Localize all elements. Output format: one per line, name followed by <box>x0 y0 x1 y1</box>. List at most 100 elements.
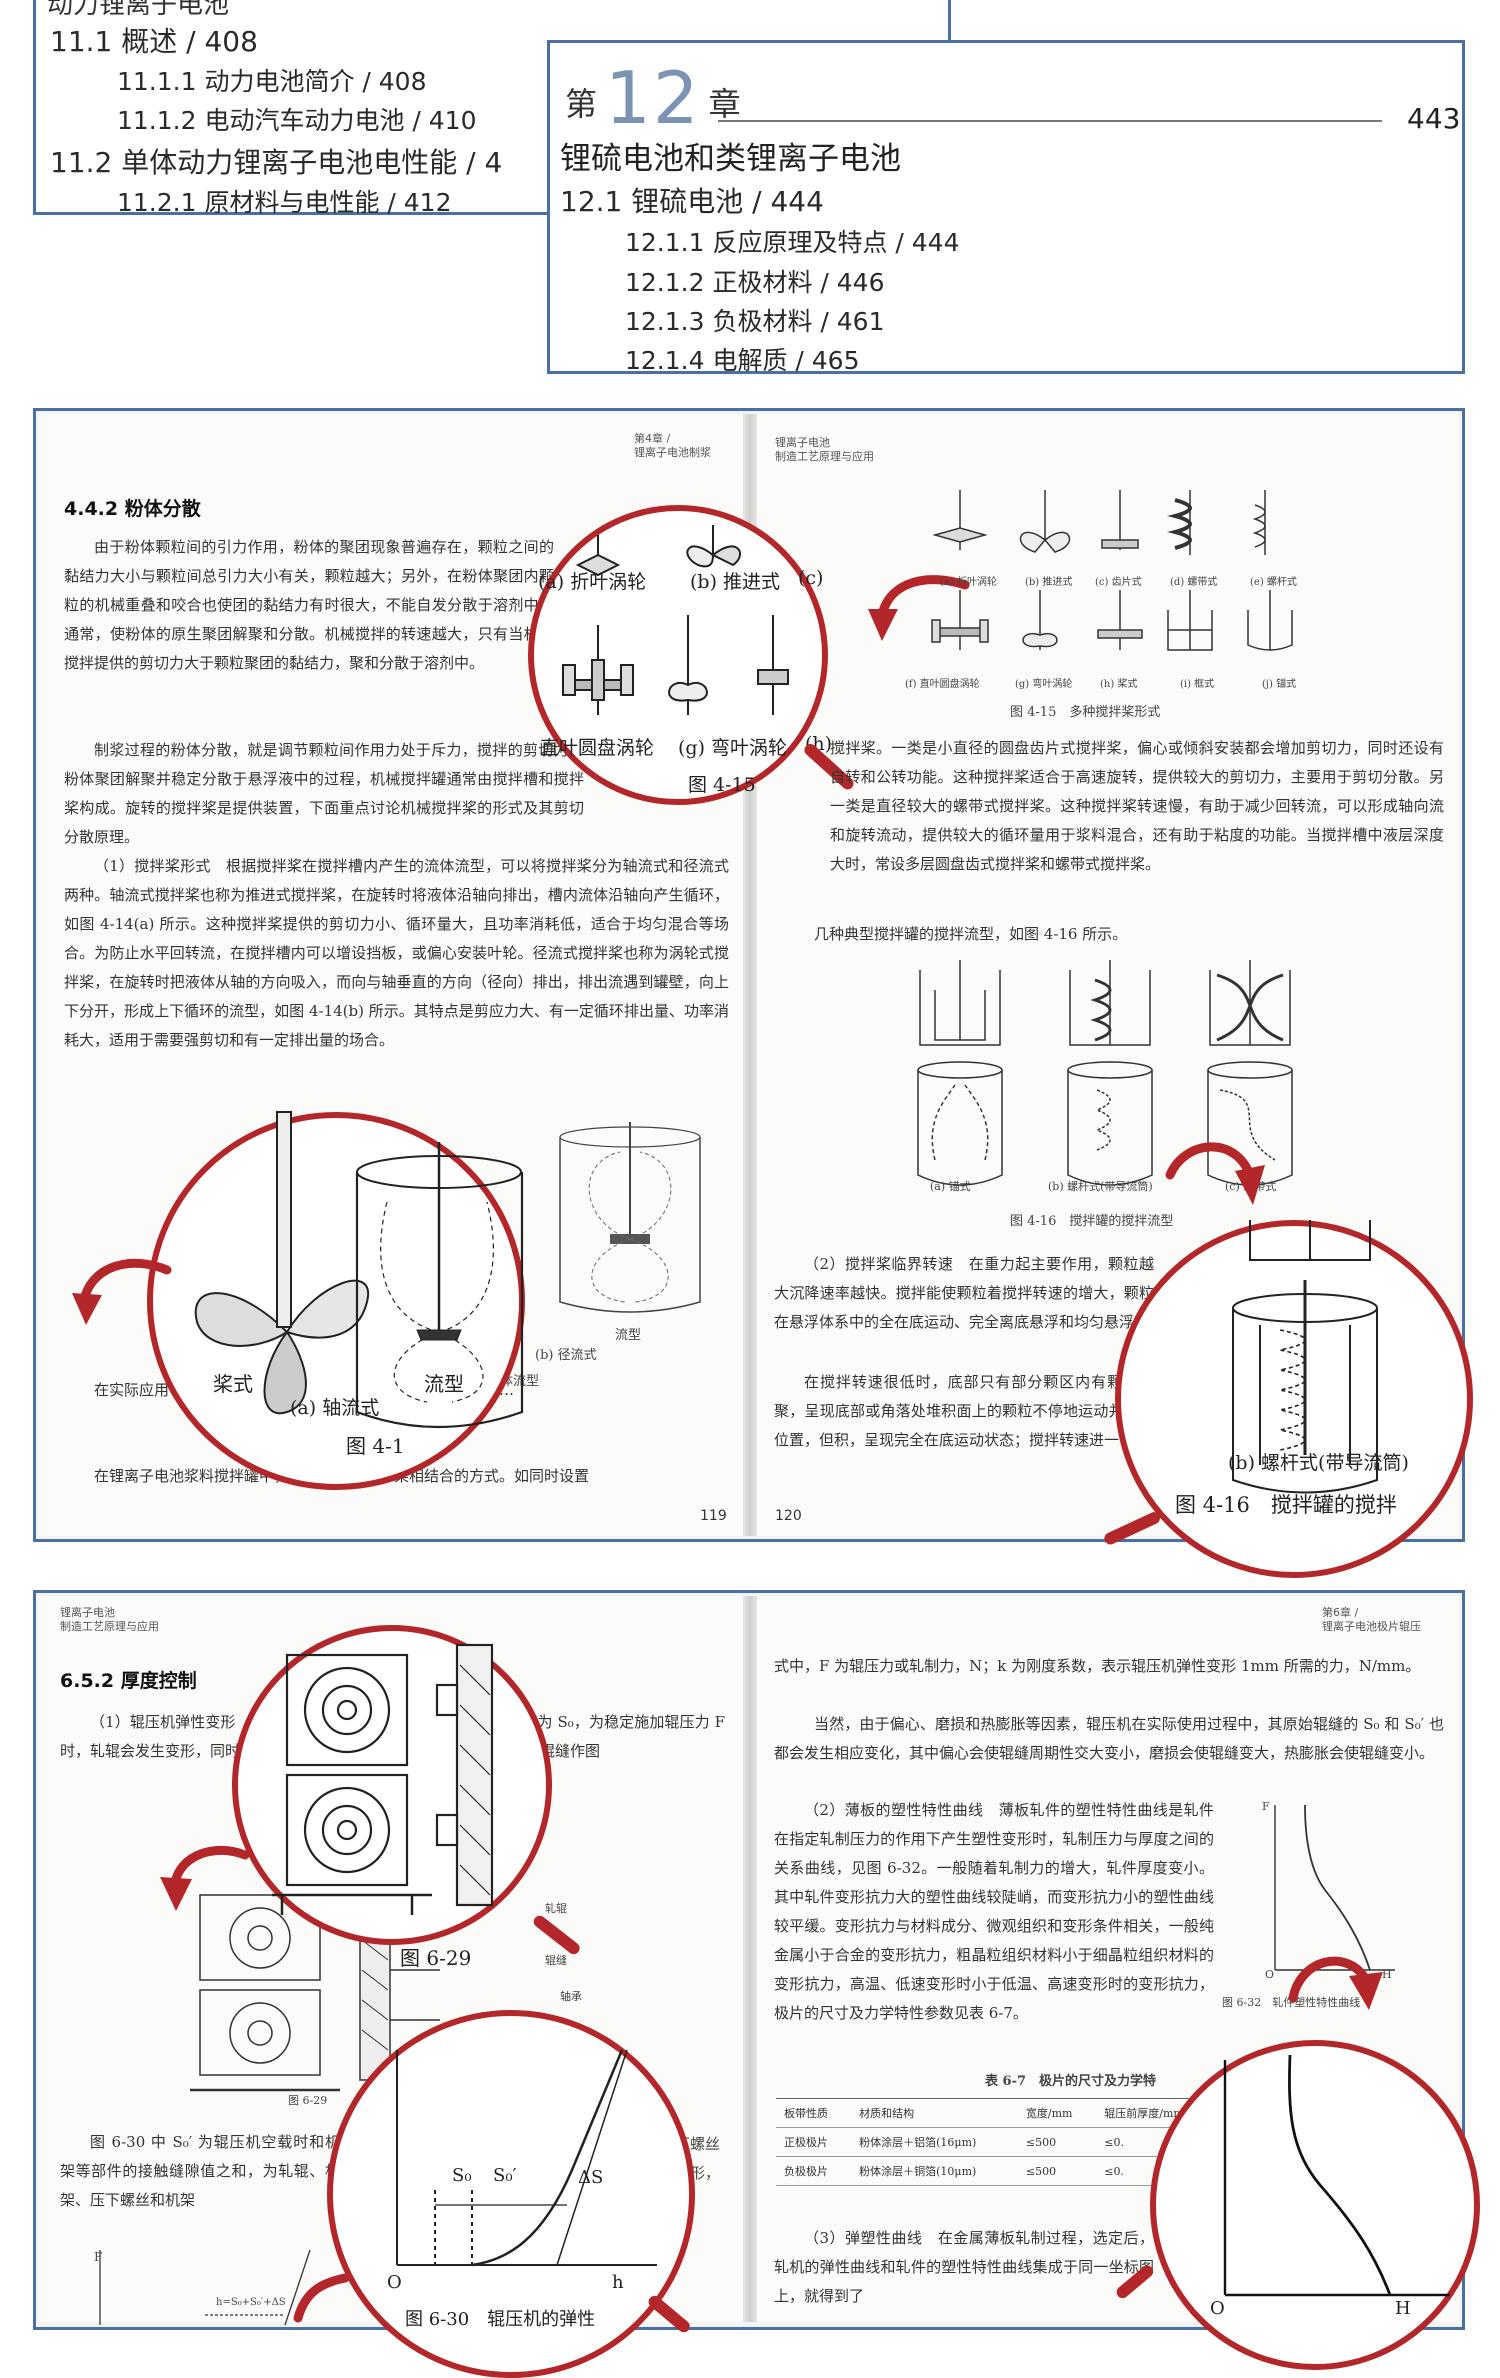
table-header: 材质和结构 <box>851 2098 1018 2128</box>
figure-label: (h) 桨式 <box>1100 679 1138 690</box>
curved-arrow-icon <box>160 1845 250 1911</box>
axis-label: F <box>94 2250 103 2264</box>
toc-entry[interactable]: 12.1.3 负极材料 / 461 <box>625 307 885 336</box>
toc-entry[interactable]: 12.1.2 正极材料 / 446 <box>625 268 885 297</box>
toc-entry[interactable]: 12.1 锂硫电池 / 444 <box>560 185 824 218</box>
curved-arrow-icon <box>293 2273 350 2323</box>
toc-entry[interactable]: 11.2.1 原材料与电性能 / 412 <box>117 188 452 217</box>
magnifier-label: 图 4-15 <box>688 774 756 796</box>
axis-label: F <box>1262 1800 1270 1813</box>
running-head-right: 第6章 /锂离子电池极片辊压 <box>1322 1606 1421 1633</box>
figure-label: (b) 螺杆式(带导流筒) <box>1048 1180 1153 1193</box>
magnifier-label: O <box>387 2272 402 2293</box>
body-paragraph: 当然，由于偏心、磨损和热膨胀等因素，辊压机在实际使用过程中，其原始辊缝的 S₀ … <box>774 1715 1444 1762</box>
section-title: 4.4.2 粉体分散 <box>64 498 201 520</box>
table-cell: 正极极片 <box>776 2127 852 2157</box>
running-head-right: 锂离子电池制造工艺原理与应用 <box>775 436 874 463</box>
figure-label: 辊缝 <box>545 1954 567 1967</box>
table-cell: 粉体涂层＋铝箔(16μm) <box>851 2127 1018 2157</box>
toc-entry[interactable]: 11.1.2 电动汽车动力电池 / 410 <box>117 106 477 135</box>
body-paragraph: （2）薄板的塑性特性曲线 薄板轧件的塑性特性曲线是轧件在指定轧制压力的作用下产生… <box>774 1801 1214 2022</box>
magnifier-label: H <box>1395 2298 1411 2319</box>
body-paragraph: 式中，F 为辊压力或轧制力，N；k 为刚度系数，表示辊压机弹性变形 1mm 所需… <box>774 1657 1421 1675</box>
figure-label: (b) 径流式 <box>535 1348 597 1363</box>
curved-arrow-icon <box>1288 1956 1383 2010</box>
figure-label: (e) 螺杆式 <box>1250 577 1297 588</box>
running-head-left: 锂离子电池制造工艺原理与应用 <box>60 1606 159 1633</box>
magnifier-label: 图 4-1 <box>346 1434 405 1458</box>
running-head-left: 第4章 /锂离子电池制浆 <box>634 432 711 459</box>
magnifier-label: (c) <box>798 567 824 589</box>
figure-label: (f) 直叶圆盘涡轮 <box>905 679 980 690</box>
magnifier-figure-6-32 <box>1150 2040 1480 2370</box>
material-properties-table: 板带性质 材质和结构 宽度/mm 辊压前厚度/mm 正极极片 粉体涂层＋铝箔(1… <box>776 2098 1216 2186</box>
axis-label: H <box>1382 1968 1392 1981</box>
chapter-prefix: 第 <box>565 85 598 123</box>
body-paragraph: 由于粉体颗粒间的引力作用，粉体的聚团现象普遍存在，颗粒之间的黏结力大小与颗粒间总… <box>64 538 554 672</box>
toc-entry[interactable]: 11.2 单体动力锂离子电池电性能 / 4 <box>50 146 503 179</box>
figure-label: (j) 锚式 <box>1262 679 1297 690</box>
body-paragraph: （1）搅拌桨形式 根据搅拌桨在搅拌槽内产生的流体流型，可以将搅拌桨分为轴流式和径… <box>64 857 729 1049</box>
magnifier-label: 图 6-30 辊压机的弹性 <box>405 2309 596 2330</box>
curved-arrow-icon <box>72 1258 172 1325</box>
figure-label: (i) 框式 <box>1180 679 1215 690</box>
chapter-suffix: 章 <box>708 85 741 123</box>
curved-arrow-icon <box>868 575 970 641</box>
figure-6-32-zoom <box>1223 2054 1450 2297</box>
magnifier-label: (g) 弯叶涡轮 <box>678 737 788 759</box>
figure-6-29-zoom <box>272 1643 494 1915</box>
table-cell: ≤500 <box>1017 2156 1097 2186</box>
magnifier-label: O <box>1210 2298 1225 2319</box>
magnifier-label: S₀′ <box>493 2165 517 2186</box>
magnifier-label: 直叶圆盘涡轮 <box>540 737 655 759</box>
figure-label: (d) 螺带式 <box>1170 577 1218 588</box>
magnifier-figure-6-29 <box>232 1625 552 1945</box>
figure-label: (a) 锚式 <box>930 1180 971 1193</box>
magnifier-figure-4-15 <box>528 505 828 805</box>
table-header-row: 板带性质 材质和结构 宽度/mm 辊压前厚度/mm <box>776 2098 1216 2128</box>
figure-4-16-flow-patterns <box>917 960 1293 1186</box>
toc-fragment: 动力锂离子电池 <box>47 0 230 20</box>
magnifier-label: (b) 推进式 <box>690 571 781 593</box>
figure-label: 轧辊 <box>545 1902 567 1915</box>
toc-entry[interactable]: 12.1.1 反应原理及特点 / 444 <box>625 228 960 257</box>
magnifier-label: 图 4-16 搅拌罐的搅拌 <box>1175 1493 1397 1517</box>
figure-label: (a) 折叶涡轮 <box>940 577 997 588</box>
chapter-title[interactable]: 锂硫电池和类锂离子电池 <box>560 141 901 177</box>
toc-panel-right <box>547 40 1465 374</box>
toc-entry[interactable]: 11.1.1 动力电池简介 / 408 <box>117 67 427 96</box>
magnifier-label: S₀ <box>452 2165 472 2186</box>
curved-arrow-icon <box>1165 1142 1265 1205</box>
magnifier-label: (a) 折叶涡轮 <box>538 571 647 593</box>
figure-label: 流型 <box>615 1328 642 1343</box>
body-paragraph: 在搅拌转速很低时，底部只有部分颗区内有颗粒积聚，呈现底部或角落处堆积面上的颗粒不… <box>774 1373 1154 1449</box>
figure-label: (b) 推进式 <box>1025 577 1073 588</box>
figure-caption: 图 4-15 多种搅拌桨形式 <box>1010 705 1161 720</box>
body-paragraph: 图 6-30 中 S₀′ 为辊压机空载时和机架等部件的接触缝隙值之和，为轧辊、机… <box>60 2133 340 2209</box>
figure-caption: 图 4-16 搅拌罐的搅拌流型 <box>1010 1214 1174 1229</box>
body-paragraph: 几种典型搅拌罐的搅拌流型，如图 4-16 所示。 <box>814 925 1128 943</box>
figure-caption: 图 6-32 轧件塑性特性曲线 <box>1222 1996 1361 2009</box>
body-paragraph: （2）搅拌桨临界转速 在重力起主要作用，颗粒越大沉降速率越快。搅拌能使颗粒着搅拌… <box>774 1255 1154 1331</box>
toc-entry[interactable]: 11.1 概述 / 408 <box>50 25 258 58</box>
body-paragraph: 搅拌桨。一类是小直径的圆盘齿片式搅拌桨，偏心或倾斜安装都会增加剪切力，同时还设有… <box>830 739 1444 873</box>
toc-entry[interactable]: 12.1.4 电解质 / 465 <box>625 346 860 375</box>
magnifier-label: ΔS <box>578 2167 604 2188</box>
body-paragraph: （3）弹塑性曲线 在金属薄板轧制过程，选定后，轧机的弹性曲线和轧件的塑性特性曲线… <box>774 2229 1154 2305</box>
figure-label: 体流型 <box>500 1374 540 1389</box>
gutter <box>743 1596 757 2322</box>
table-header: 板带性质 <box>776 2098 852 2128</box>
page-number: 120 <box>775 1508 802 1524</box>
magnifier-figure-4-16 <box>1115 1220 1473 1578</box>
magnifier-label: (b) 螺杆式(带导流筒) <box>1228 1452 1409 1474</box>
table-cell: 负极极片 <box>776 2156 852 2186</box>
magnifier-label: 桨式 <box>213 1372 253 1396</box>
table-cell: ≤500 <box>1017 2127 1097 2157</box>
figure-4-16-screw-zoom <box>1232 1220 1378 1494</box>
figure-label: 轴承 <box>560 1990 582 2003</box>
section-title: 6.5.2 厚度控制 <box>60 1670 197 1692</box>
figure-6-32-plastic-curve <box>1274 1804 1395 1971</box>
axis-label: h=S₀+S₀′+ΔS <box>216 2297 286 2308</box>
figure-6-30-elastic-curve <box>396 2049 657 2267</box>
